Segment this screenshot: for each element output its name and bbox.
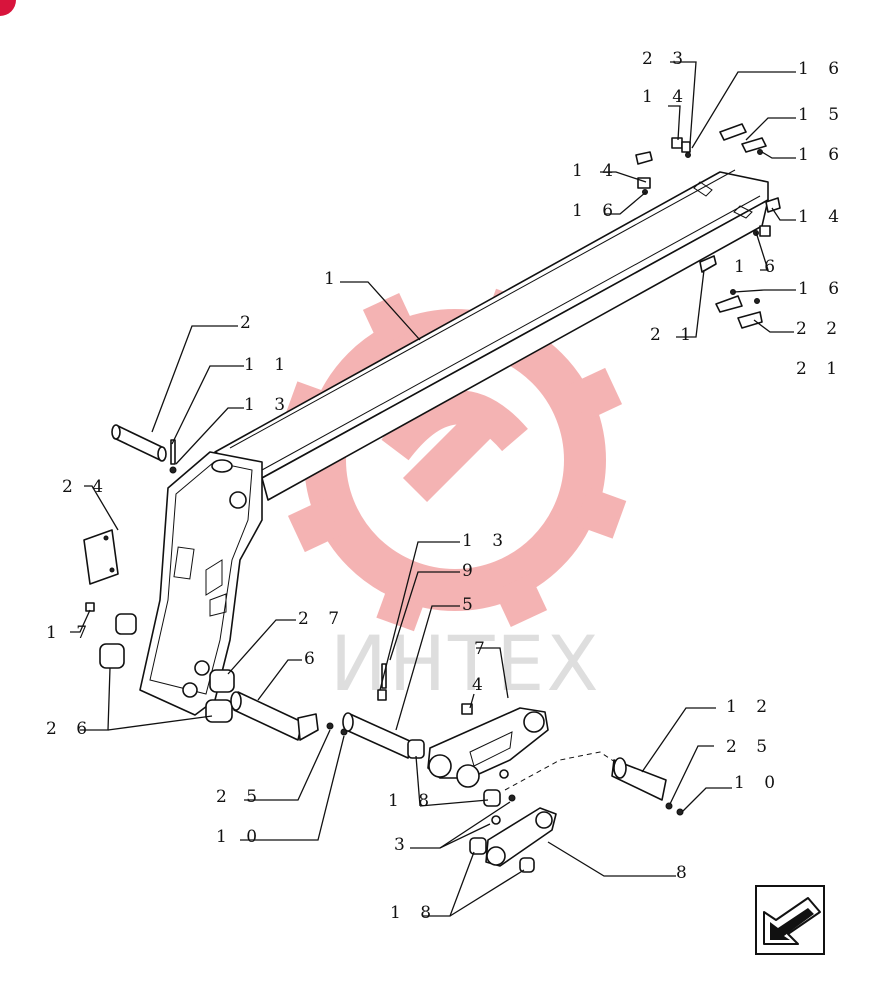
label-10: 1 0 <box>216 827 264 847</box>
label-26: 2 6 <box>46 719 94 739</box>
label-14: 1 4 <box>572 161 620 181</box>
label-14: 1 4 <box>642 87 690 107</box>
watermark-gear-tooth <box>493 573 548 628</box>
label-17: 1 7 <box>46 623 94 643</box>
label-27: 2 7 <box>298 609 346 629</box>
watermark-gear-tooth <box>287 498 342 553</box>
label-14: 1 4 <box>798 207 846 227</box>
label-21: 2 1 <box>796 359 844 379</box>
label-23: 2 3 <box>642 49 690 69</box>
label-12: 1 2 <box>726 697 774 717</box>
leader-lines <box>70 61 796 917</box>
label-15: 1 5 <box>798 105 846 125</box>
label-2: 2 <box>240 313 258 333</box>
label-25: 2 5 <box>726 737 774 757</box>
corner-badge <box>0 0 16 16</box>
label-9: 9 <box>462 561 480 581</box>
label-16: 1 6 <box>798 59 846 79</box>
watermark-gear-tooth <box>568 367 623 422</box>
label-3: 3 <box>394 835 412 855</box>
boom-assembly <box>139 169 769 716</box>
label-1: 1 <box>324 269 342 289</box>
watermark-gear-tooth <box>575 487 627 539</box>
part-labels: 2 3 1 6 1 4 1 5 1 6 1 4 1 6 1 4 1 6 1 6 … <box>46 49 846 923</box>
nav-arrow-button[interactable] <box>755 885 825 955</box>
label-11: 1 1 <box>244 355 292 375</box>
label-7: 7 <box>474 639 492 659</box>
label-25: 2 5 <box>216 787 264 807</box>
label-16: 1 6 <box>798 145 846 165</box>
label-13: 1 3 <box>462 531 510 551</box>
links <box>427 703 684 873</box>
label-6: 6 <box>304 649 322 669</box>
label-4: 4 <box>472 675 490 695</box>
label-8: 8 <box>676 863 694 883</box>
label-18: 1 8 <box>390 903 438 923</box>
pins-left <box>83 424 425 759</box>
label-13: 1 3 <box>244 395 292 415</box>
watermark-gear-tooth <box>362 292 417 347</box>
label-21: 2 1 <box>650 325 698 345</box>
label-16: 1 6 <box>734 257 782 277</box>
label-16: 1 6 <box>572 201 620 221</box>
label-24: 2 4 <box>62 477 110 497</box>
label-5: 5 <box>462 595 480 615</box>
label-10: 1 0 <box>734 773 782 793</box>
label-16: 1 6 <box>798 279 846 299</box>
label-22: 2 2 <box>796 319 844 339</box>
arrow-down-left-icon <box>763 897 821 945</box>
watermark-text: ИНТЕХ <box>330 619 601 708</box>
label-18: 1 8 <box>388 791 436 811</box>
